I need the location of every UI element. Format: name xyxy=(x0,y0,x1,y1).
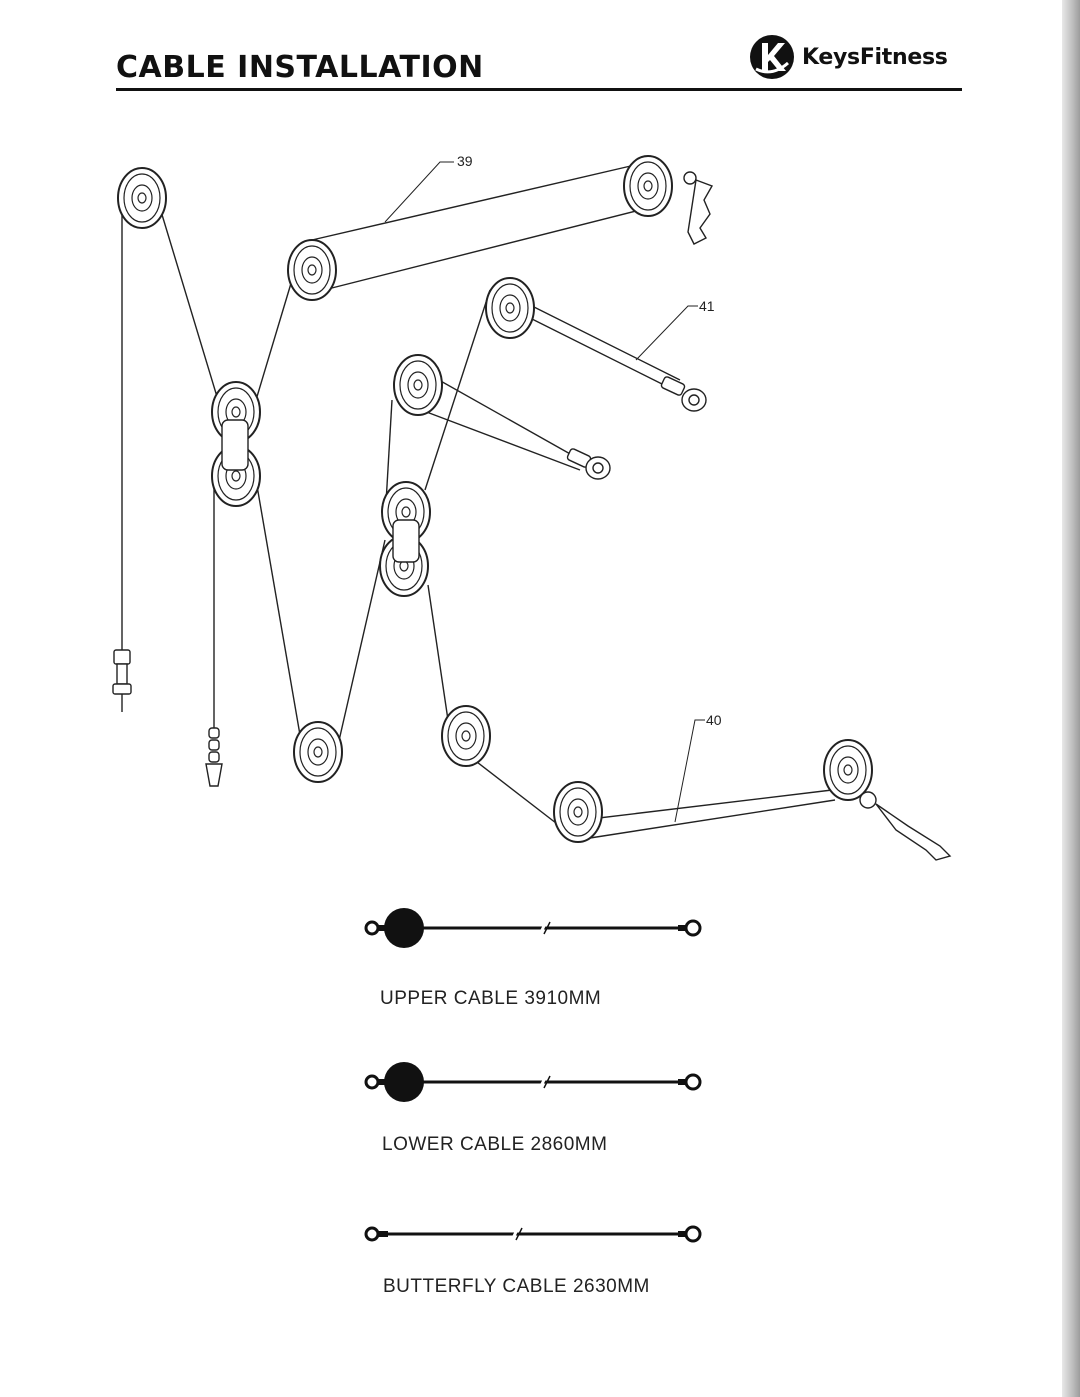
cable-routing-diagram xyxy=(112,155,952,861)
callout-leaders xyxy=(384,161,705,823)
lower-cable-label: LOWER CABLE 2860MM xyxy=(382,1134,608,1155)
keysfitness-logo-icon xyxy=(750,35,794,79)
header-rule xyxy=(116,88,962,91)
cable-end-fittings xyxy=(112,171,952,861)
callout-40: 40 xyxy=(706,712,722,728)
page-title: CABLE INSTALLATION xyxy=(116,50,484,85)
brand-name: KeysFitness xyxy=(802,44,948,70)
cable-lines xyxy=(121,164,836,839)
callout-41: 41 xyxy=(699,298,715,314)
upper-cable-label: UPPER CABLE 3910MM xyxy=(380,988,602,1009)
upper-cable-illustration xyxy=(364,908,702,948)
pulley-brackets xyxy=(221,419,420,563)
callout-39: 39 xyxy=(457,153,473,169)
pulleys xyxy=(117,155,873,843)
lower-cable-illustration xyxy=(364,1062,702,1102)
brand-logo: KeysFitness xyxy=(748,32,948,82)
page-edge-shadow xyxy=(1062,0,1080,1397)
butterfly-cable-illustration xyxy=(364,1225,702,1243)
butterfly-cable-label: BUTTERFLY CABLE 2630MM xyxy=(383,1276,650,1297)
